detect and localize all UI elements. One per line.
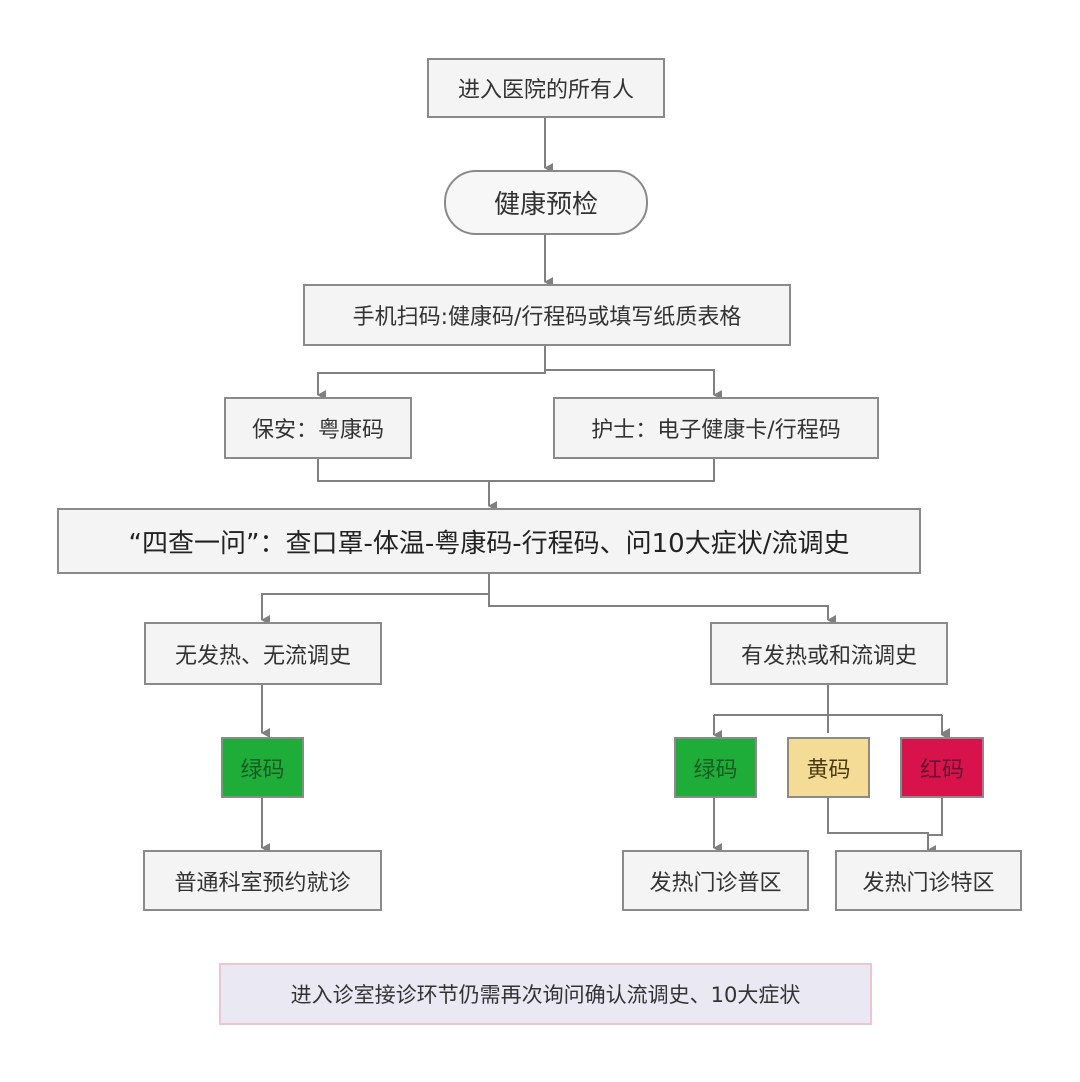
node-has-fever: 有发热或和流调史 bbox=[710, 622, 948, 685]
arrow-yellowred-special bbox=[827, 798, 936, 855]
node-red-code: 红码 bbox=[900, 737, 984, 798]
arrow-scan-nurse bbox=[545, 369, 722, 400]
note-reconfirm: 进入诊室接诊环节仍需再次询问确认流调史、10大症状 bbox=[219, 963, 872, 1025]
arrow-merge-fourchecks bbox=[317, 459, 715, 506]
node-regular-clinic: 普通科室预约就诊 bbox=[143, 850, 382, 911]
node-precheck: 健康预检 bbox=[444, 170, 648, 235]
arrow-fourchecks-nofever bbox=[261, 574, 490, 625]
arrow-scan-security bbox=[317, 346, 546, 400]
node-yellow-code: 黄码 bbox=[787, 737, 870, 798]
node-green-code-right: 绿码 bbox=[674, 737, 757, 798]
arrow-hasfever-codes bbox=[713, 685, 942, 733]
node-no-fever: 无发热、无流调史 bbox=[144, 622, 382, 685]
arrow-fourchecks-hasfever bbox=[488, 594, 836, 625]
node-nurse: 护士：电子健康卡/行程码 bbox=[553, 397, 879, 459]
node-fever-general: 发热门诊普区 bbox=[622, 850, 809, 911]
node-security: 保安：粤康码 bbox=[224, 397, 412, 459]
node-fever-special: 发热门诊特区 bbox=[835, 850, 1022, 911]
node-green-code-left: 绿码 bbox=[221, 737, 304, 798]
node-four-checks: “四查一问”：查口罩-体温-粤康码-行程码、问10大症状/流调史 bbox=[57, 508, 921, 574]
node-entry: 进入医院的所有人 bbox=[427, 58, 665, 118]
node-scan: 手机扫码:健康码/行程码或填写纸质表格 bbox=[303, 284, 791, 346]
